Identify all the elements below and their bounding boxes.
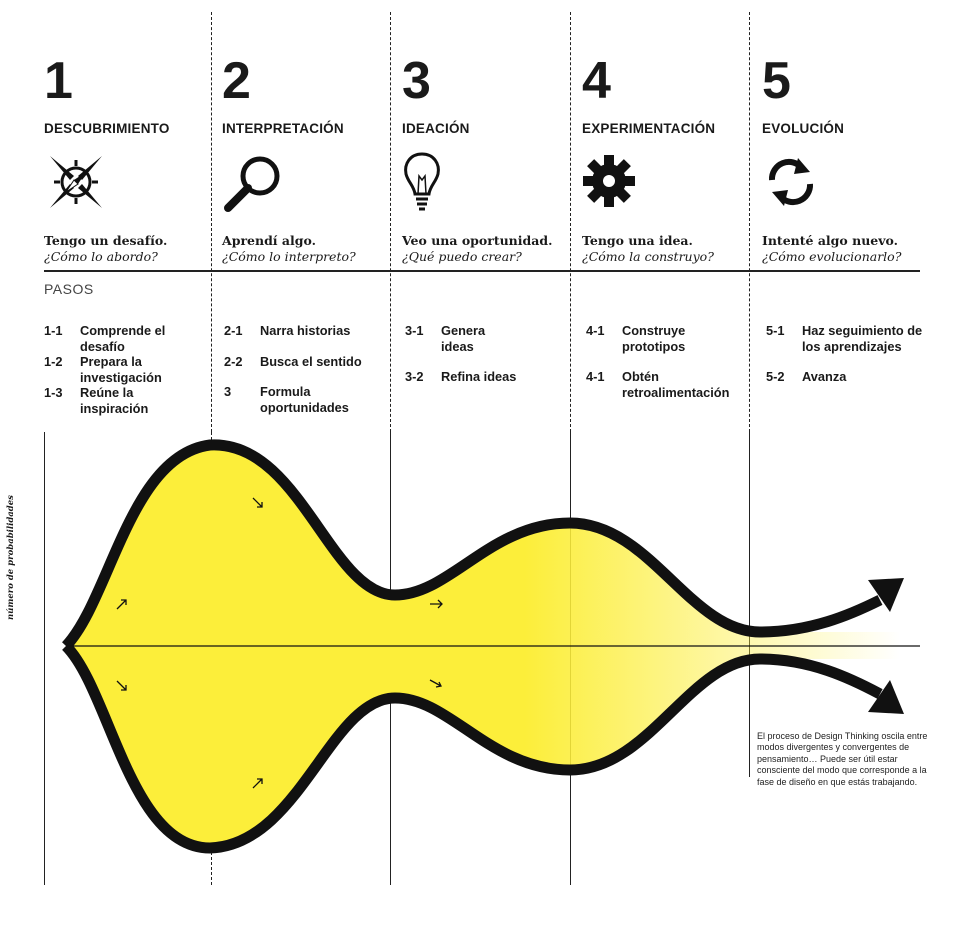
step-text: Construye prototipos (622, 323, 686, 354)
phase-question: ¿Cómo evolucionarlo? (762, 249, 902, 264)
steps-list-phase-1: 1-1 Comprende el desafío 1-2 Prepara la in… (44, 323, 209, 416)
step-text: Narra historias (260, 323, 351, 338)
phase-name: IDEACIÓN (402, 121, 470, 136)
step-code: 5-2 (766, 369, 785, 384)
step-text: Avanza (802, 369, 847, 384)
step-text: Genera ideas (441, 323, 486, 354)
steps-list-phase-5: 5-1 Haz seguimiento de los aprendizajes 5… (766, 323, 931, 385)
direction-arrows (116, 497, 443, 789)
step-text: Obtén retroalimentación (622, 369, 730, 400)
gear-icon (583, 155, 635, 207)
phase-name: EXPERIMENTACIÓN (582, 121, 716, 136)
phase-statement: Tengo una idea. (582, 233, 693, 248)
refresh-icon (768, 158, 814, 206)
step-code: 4-1 (586, 323, 605, 338)
list-item: 3 Formula oportunidades (224, 384, 389, 415)
column-divider (570, 12, 571, 432)
magnifier-icon (224, 156, 280, 212)
column-divider (749, 12, 750, 432)
list-item: 1-3 Reúne la inspiración (44, 385, 209, 416)
step-code: 4-1 (586, 369, 605, 384)
phase-question: ¿Cómo lo interpreto? (222, 249, 356, 264)
phase-name: INTERPRETACIÓN (222, 121, 344, 136)
steps-list-phase-2: 2-1 Narra historias 2-2 Busca el sentido 3… (224, 323, 389, 415)
phase-statement: Tengo un desafío. (44, 233, 168, 248)
step-text: Reúne la inspiración (80, 385, 149, 416)
list-item: 5-1 Haz seguimiento de los aprendizajes (766, 323, 931, 354)
step-code: 3-2 (405, 369, 424, 384)
list-item: 4-1 Construye prototipos (586, 323, 751, 354)
step-code: 2-2 (224, 353, 243, 369)
phase-name: EVOLUCIÓN (762, 121, 845, 136)
phase-number: 3 (402, 52, 431, 110)
step-code: 2-1 (224, 323, 243, 338)
explanatory-note: El proceso de Design Thinking oscila ent… (757, 731, 928, 787)
phase-discovery: 1 DESCUBRIMIENTO Tengo un desafío. ¿Cómo… (44, 52, 222, 264)
phase-statement: Veo una oportunidad. (402, 233, 553, 248)
phase-statement: Intenté algo nuevo. (762, 233, 898, 248)
list-item: 2-1 Narra historias (224, 323, 389, 339)
arrowhead-top (868, 578, 904, 612)
step-code: 3-1 (405, 323, 424, 338)
step-text: Comprende el desafío (80, 323, 166, 354)
arrowhead-bottom (868, 680, 904, 714)
phase-interpretation: 2 INTERPRETACIÓN Aprendí algo. ¿Cómo lo … (222, 52, 400, 264)
y-axis-line (44, 432, 45, 885)
step-code: 5-1 (766, 323, 785, 338)
funnel-outline-top (61, 439, 883, 650)
phase-question: ¿Cómo la construyo? (582, 249, 714, 264)
column-divider (749, 432, 750, 777)
compass-icon (50, 156, 102, 208)
step-text: Prepara la investigación (80, 354, 162, 385)
phase-statement: Aprendí algo. (222, 233, 316, 248)
phase-number: 4 (582, 52, 611, 110)
step-text: Refina ideas (441, 369, 517, 384)
list-item: 1-2 Prepara la investigación (44, 354, 209, 385)
steps-heading: PASOS (44, 281, 94, 297)
column-divider (390, 12, 391, 432)
phase-number: 1 (44, 52, 73, 110)
list-item: 4-1 Obtén retroalimentación (586, 369, 751, 400)
phase-experimentation: 4 EXPERIMENTACIÓN Tengo una idea. ¿Cómo … (582, 52, 760, 264)
phase-number: 5 (762, 52, 791, 110)
step-text: Haz seguimiento de los aprendizajes (802, 323, 923, 354)
phase-name: DESCUBRIMIENTO (44, 121, 170, 136)
column-divider (211, 12, 212, 432)
step-text: Formula oportunidades (260, 384, 349, 415)
phase-question: ¿Qué puedo crear? (402, 249, 522, 264)
list-item: 2-2 Busca el sentido (224, 354, 389, 370)
phase-evolution: 5 EVOLUCIÓN Intenté algo nuevo. ¿Cómo ev… (762, 52, 940, 264)
list-item: 3-1 Genera ideas (405, 323, 570, 354)
step-code: 1-1 (44, 323, 63, 338)
list-item: 5-2 Avanza (766, 369, 931, 385)
steps-list-phase-3: 3-1 Genera ideas 3-2 Refina ideas (405, 323, 570, 385)
lightbulb-icon (404, 152, 440, 211)
step-code: 1-2 (44, 354, 63, 369)
step-code: 3 (224, 384, 232, 399)
list-item: 1-1 Comprende el desafío (44, 323, 209, 354)
section-divider (44, 270, 920, 272)
step-code: 1-3 (44, 385, 63, 400)
list-item: 3-2 Refina ideas (405, 369, 570, 385)
y-axis-label: número de probabilidades (6, 495, 16, 620)
step-text: Busca el sentido (260, 353, 362, 369)
funnel-outline-bottom (61, 642, 883, 854)
phase-ideation: 3 IDEACIÓN Veo una oportunidad. ¿Qué pue… (402, 52, 580, 264)
phase-number: 2 (222, 52, 251, 110)
phase-question: ¿Cómo lo abordo? (44, 249, 158, 264)
